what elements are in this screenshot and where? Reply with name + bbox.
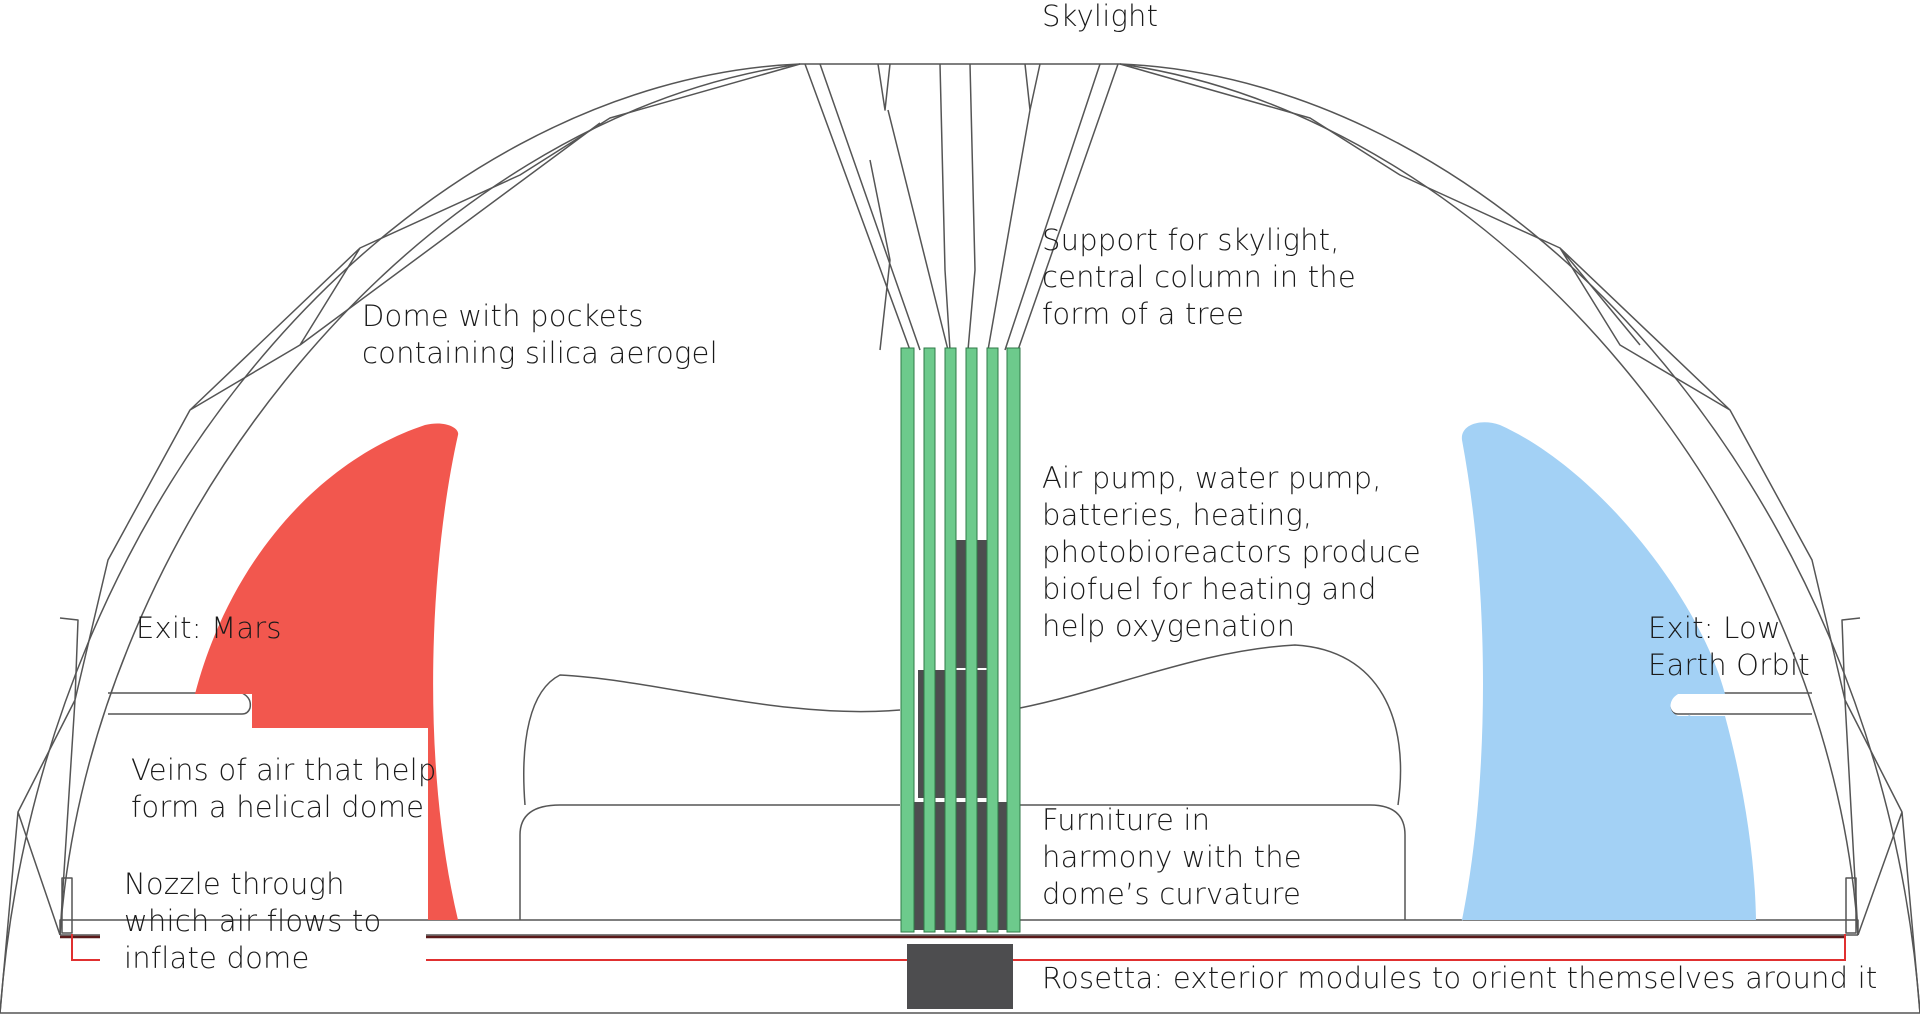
central-column — [900, 347, 1021, 933]
label-line: containing silica aerogel — [362, 336, 718, 370]
label-line: biofuel for heating and — [1042, 572, 1377, 606]
label-line: Air pump, water pump, — [1042, 461, 1382, 495]
label-line: form of a tree — [1042, 297, 1245, 331]
furniture-right — [1019, 644, 1406, 920]
label-line: photobioreactors produce — [1042, 535, 1421, 569]
exit-leo-tube — [1668, 692, 1812, 715]
label-air-pump: Air pump, water pump, batteries, heating… — [1042, 460, 1421, 645]
nozzle-left — [61, 877, 73, 934]
label-nozzle: Nozzle through which air flows to inflat… — [124, 866, 381, 977]
label-line: Exit: Low — [1648, 611, 1781, 645]
label-line: form a helical dome — [131, 790, 425, 824]
label-support: Support for skylight, central column in … — [1042, 222, 1356, 333]
label-dome-pockets: Dome with pockets containing silica aero… — [362, 298, 718, 372]
label-line: Nozzle through — [124, 867, 345, 901]
label-rosetta: Rosetta: exterior modules to orient them… — [1042, 960, 1877, 997]
nozzle-right — [1845, 877, 1857, 934]
label-line: inflate dome — [124, 941, 310, 975]
label-line: which air flows to — [124, 904, 382, 938]
exit-mars-tube — [108, 692, 252, 715]
label-line: help oxygenation — [1042, 609, 1296, 643]
furniture-left — [519, 674, 901, 920]
label-line: Exit: Mars — [136, 611, 282, 645]
label-line: Rosetta: exterior modules to orient them… — [1042, 961, 1878, 995]
label-line: Support for skylight, — [1042, 223, 1340, 257]
dome-facets-left — [0, 63, 801, 1014]
skylight-tree-support — [804, 63, 1119, 351]
label-line: Veins of air that help — [131, 753, 437, 787]
label-skylight: Skylight — [1042, 0, 1158, 35]
label-line: central column in the — [1042, 260, 1356, 294]
dome-facets-right — [1119, 63, 1920, 1014]
leo-fin — [1461, 422, 1756, 920]
label-line: batteries, heating, — [1042, 498, 1313, 532]
rosetta-module — [907, 944, 1013, 1009]
label-furniture: Furniture in harmony with the dome’s cur… — [1042, 802, 1302, 913]
label-exit-leo: Exit: Low Earth Orbit — [1648, 610, 1810, 684]
label-veins: Veins of air that help form a helical do… — [131, 752, 437, 826]
label-line: Dome with pockets — [362, 299, 644, 333]
label-line: Earth Orbit — [1648, 648, 1810, 682]
outer-dome — [0, 63, 1920, 1014]
mars-fin — [195, 423, 459, 920]
label-line: Furniture in — [1042, 803, 1211, 837]
label-line: harmony with the — [1042, 840, 1302, 874]
label-line: dome’s curvature — [1042, 877, 1302, 911]
label-exit-mars: Exit: Mars — [136, 610, 282, 647]
label-line: Skylight — [1042, 0, 1159, 33]
